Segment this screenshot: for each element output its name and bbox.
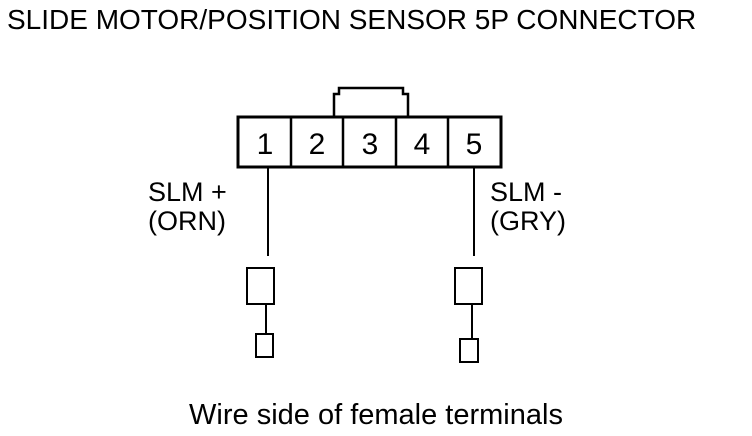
diagram-caption: Wire side of female terminals	[189, 399, 563, 431]
pin-2-label: 2	[309, 128, 326, 161]
wire-name: SLM -	[490, 177, 563, 207]
terminal-small-pin-5	[459, 338, 479, 363]
wire-color: (ORN)	[148, 206, 226, 236]
terminal-large-pin-5	[454, 267, 483, 305]
pin-1-label: 1	[257, 128, 274, 161]
connector-body	[236, 115, 503, 169]
wire-color: (GRY)	[490, 206, 567, 236]
wire-label-slm-plus: SLM + (ORN)	[148, 178, 227, 236]
pin-3-label: 3	[362, 128, 379, 161]
terminal-large-pin-1	[246, 267, 275, 305]
connector-lock-tab	[332, 86, 410, 117]
pin-5-label: 5	[466, 128, 483, 161]
wire-name: SLM +	[148, 177, 227, 207]
pin-4-label: 4	[414, 128, 431, 161]
terminal-small-pin-1	[255, 333, 274, 358]
wire-label-slm-minus: SLM - (GRY)	[490, 178, 566, 236]
diagram-title: SLIDE MOTOR/POSITION SENSOR 5P CONNECTOR	[7, 4, 697, 35]
